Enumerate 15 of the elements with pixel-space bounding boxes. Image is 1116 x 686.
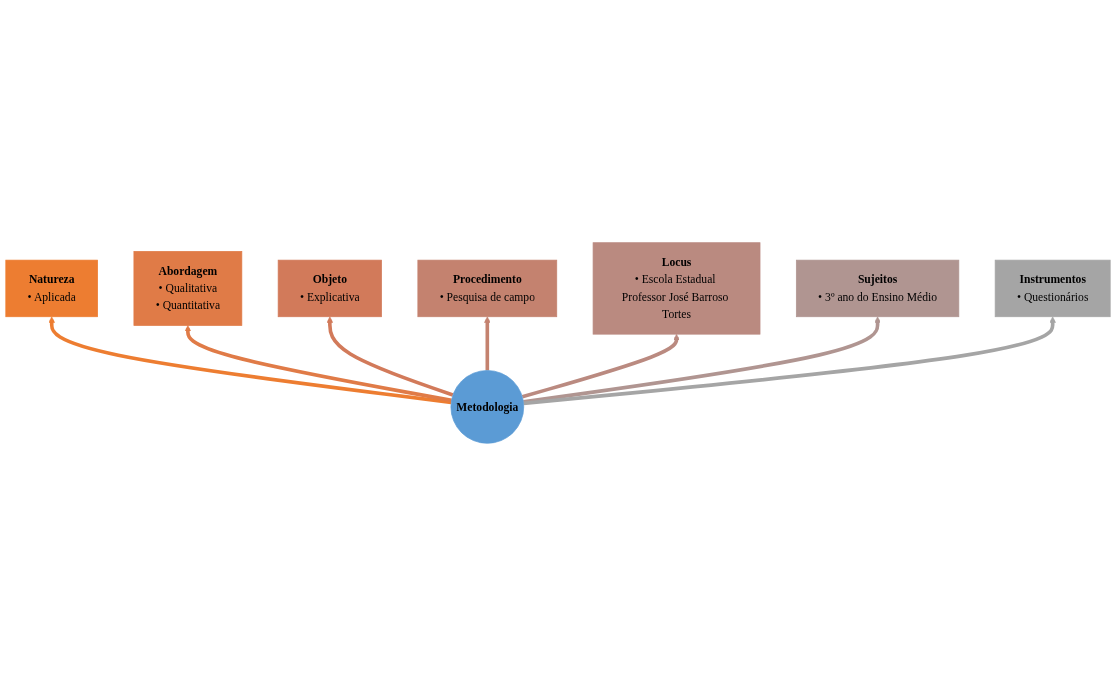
node-box: Abordagem • Qualitativa • Quantitativa	[133, 251, 243, 326]
node-box: Objeto • Explicativa	[277, 259, 382, 318]
arrow	[184, 325, 452, 403]
node-box: Natureza • Aplicada	[5, 259, 98, 318]
node-circle: Metodologia	[450, 370, 525, 444]
arrow	[523, 316, 1056, 406]
arrow	[484, 316, 491, 371]
node-box: Sujeitos • 3º ano do Ensino Médio	[795, 259, 960, 318]
arrow	[523, 316, 881, 404]
node-box: Procedimento • Pesquisa de campo	[417, 259, 558, 318]
arrow	[326, 316, 454, 397]
node-box: Locus • Escola Estadual Professor José Barroso Tortes	[592, 242, 761, 335]
arrow	[48, 316, 452, 405]
node-box: Instrumentos • Questionários	[994, 259, 1111, 318]
arrow	[521, 333, 680, 399]
